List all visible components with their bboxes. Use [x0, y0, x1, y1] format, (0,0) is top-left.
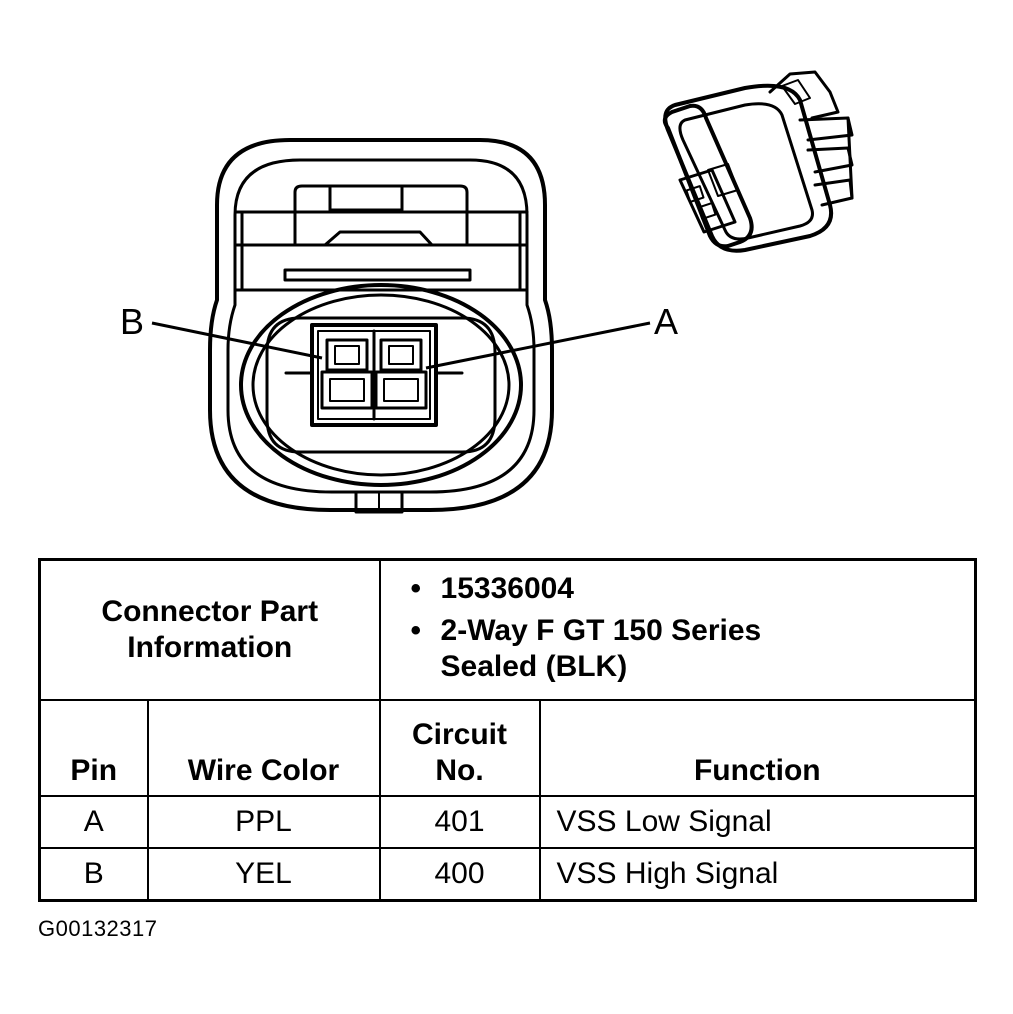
- pin-label-a: A: [654, 301, 678, 342]
- cell-wire-color: YEL: [146, 847, 381, 902]
- header-circuit-line1: Circuit: [412, 718, 508, 751]
- pin-a-leader-line: [425, 321, 651, 370]
- iso-front-terminal-a: [685, 185, 705, 203]
- header-wire-color-text: Wire Color: [187, 754, 340, 787]
- connector-info-label-line2: Information: [127, 631, 293, 664]
- iso-body-inner: [678, 102, 814, 241]
- part-info-item: • 2-Way F GT 150 Series Sealed (BLK): [411, 613, 975, 685]
- connector-info-table: Connector Part Information • 15336004 • …: [38, 558, 978, 902]
- connector-info-label-line1: Connector Part: [101, 595, 319, 628]
- header-pin-text: Pin: [70, 754, 118, 787]
- iso-rear-edge: [846, 116, 854, 200]
- pin-label-b: B: [120, 301, 144, 342]
- latch-base: [283, 268, 472, 282]
- cell-function: VSS Low Signal: [538, 795, 977, 849]
- seal-ring-inner: [265, 316, 497, 454]
- connector-face-view: [208, 138, 554, 514]
- connector-info-label-cell: Connector Part Information: [38, 558, 381, 701]
- part-info-cell: • 15336004 • 2-Way F GT 150 Series Seale…: [378, 558, 977, 701]
- header-function: Function: [538, 699, 977, 797]
- header-pin: Pin: [38, 699, 149, 797]
- iso-front-terminal-b: [697, 202, 717, 220]
- iso-front-cavity: [678, 168, 737, 234]
- part-info-item: • 15336004: [411, 571, 975, 607]
- housing-inner-outline: [226, 158, 536, 494]
- cell-circuit: 400: [378, 847, 541, 902]
- connector-isometric-view: [662, 70, 854, 253]
- bullet-marker: •: [410, 572, 422, 605]
- connector-info-row: Connector Part Information • 15336004 • …: [38, 558, 977, 701]
- seal-ring-middle: [251, 293, 511, 477]
- latch-notch: [328, 184, 404, 212]
- figure-id: G00132317: [38, 916, 158, 941]
- cell-wire-color: PPL: [146, 795, 381, 849]
- pin-a-cavity: [374, 338, 428, 410]
- header-function-text: Function: [693, 754, 821, 787]
- cell-circuit: 401: [378, 795, 541, 849]
- iso-top-latch: [768, 70, 840, 120]
- cell-function: VSS High Signal: [538, 847, 977, 902]
- part-description-line2: Sealed (BLK): [440, 650, 628, 683]
- part-description-line1: 2-Way F GT 150 Series: [440, 614, 762, 647]
- iso-front-face: [662, 103, 754, 249]
- part-number: 15336004: [440, 572, 574, 605]
- header-circuit-line2: No.: [435, 754, 484, 787]
- latch-ramp: [293, 230, 469, 247]
- part-info-list: • 15336004 • 2-Way F GT 150 Series Seale…: [381, 561, 975, 699]
- connector-diagram: B A: [120, 70, 854, 514]
- cell-pin: A: [38, 795, 149, 849]
- iso-terminal-detail: [707, 163, 739, 197]
- latch-tab: [293, 184, 469, 247]
- pin-b-leader-line: [151, 321, 323, 360]
- header-circuit-no: Circuit No.: [378, 699, 541, 797]
- table-row: B YEL 400 VSS High Signal: [38, 847, 977, 902]
- iso-body-outline: [663, 83, 833, 253]
- table-row: A PPL 401 VSS Low Signal: [38, 795, 977, 849]
- bullet-marker: •: [410, 614, 422, 647]
- iso-top-latch-inner: [781, 79, 811, 105]
- header-wire-color: Wire Color: [146, 699, 381, 797]
- cell-pin: B: [38, 847, 149, 902]
- pin-b-cavity: [320, 338, 374, 410]
- column-header-row: Pin Wire Color Circuit No. Function: [38, 699, 977, 797]
- seal-ring-outer: [239, 283, 523, 487]
- terminal-block: [310, 323, 438, 427]
